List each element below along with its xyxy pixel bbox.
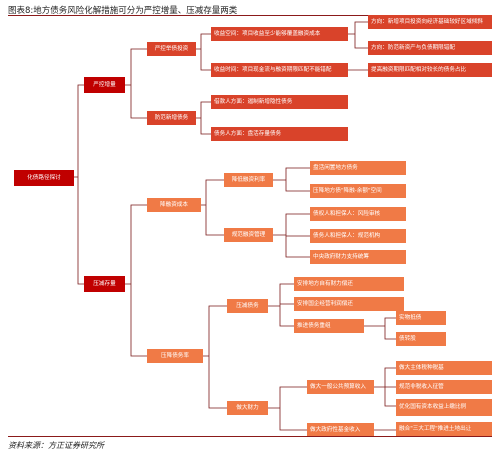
- fund-item-1: 融合"三大工程"推进土地出让: [396, 422, 492, 436]
- branch-reduce-stock: 压减存量: [84, 276, 125, 292]
- debt-reduce-item-3: 推进债务重组: [294, 319, 364, 333]
- general-item-1: 做大主体税种税基: [396, 361, 492, 375]
- general-item-2: 规范非税收入征管: [396, 380, 492, 394]
- direction-mismatch-node: 方向：防范新资产与负债期限错配: [368, 41, 492, 55]
- expand-revenue-node: 做大财力: [227, 401, 268, 415]
- lower-rate-item-2: 压降地方债"降融-余额"空间: [310, 184, 406, 198]
- title-divider: [8, 15, 492, 16]
- recall-node: 压降债务率: [147, 349, 203, 363]
- root-node: 化债路径探讨: [14, 170, 74, 186]
- regulate-item-3: 中央政府财力支持统筹: [310, 250, 406, 264]
- hidden-debt-node: 借款人方面：遏制新增隐性债务: [211, 95, 348, 109]
- revenue-time-node: 收益时间：项目现金流与融资期限匹配不能错配: [211, 63, 348, 77]
- debt-reduce-item-2: 安排国企经营利润偿还: [294, 297, 404, 311]
- debt-person-node: 债务人方面：盘活存量债务: [211, 127, 348, 141]
- figure-title: 图表8:地方债务风险化解措施可分为严控增量、压减存量两类: [8, 6, 238, 16]
- term-match-node: 提高融资期限匹配相对较长的债务占比: [368, 63, 492, 77]
- branch-control-increment: 严控增量: [84, 77, 125, 93]
- restructure-item-2: 债转股: [396, 332, 446, 346]
- fiscal-quality-node: 防范新增债务: [147, 111, 196, 125]
- revenue-space-node: 收益空间：项目收益至少能够覆盖融资成本: [211, 27, 348, 41]
- lower-rate-item-1: 盘活闲置地方债务: [310, 161, 406, 175]
- regulate-item-1: 债权人和担保人：风险审核: [310, 207, 406, 221]
- expand-item-2: 做大政府性基金收入: [307, 423, 374, 437]
- general-item-3: 优化国有资本收益上缴比例: [396, 399, 492, 416]
- expand-item-1: 做大一般公共预算收入: [307, 380, 374, 394]
- local-rate-node: 降低融资利率: [224, 173, 273, 187]
- direction-target-node: 方向：新增项目投资向经济基础较好区域倾斜: [368, 15, 492, 29]
- strict-investment-node: 严控举债投资: [147, 42, 196, 56]
- regulate-node: 规范融资管理: [224, 228, 273, 242]
- footer-divider: [8, 436, 492, 437]
- lower-rate-node: 降融资成本: [147, 198, 201, 212]
- debt-reduce-node: 压减债务: [227, 299, 268, 313]
- debt-reduce-item-1: 安排地方自有财力偿还: [294, 277, 404, 291]
- source-note: 资料来源：方正证券研究所: [8, 441, 104, 450]
- regulate-item-2: 债务人和担保人：规范机构: [310, 229, 406, 243]
- restructure-item-1: 实物抵债: [396, 311, 446, 325]
